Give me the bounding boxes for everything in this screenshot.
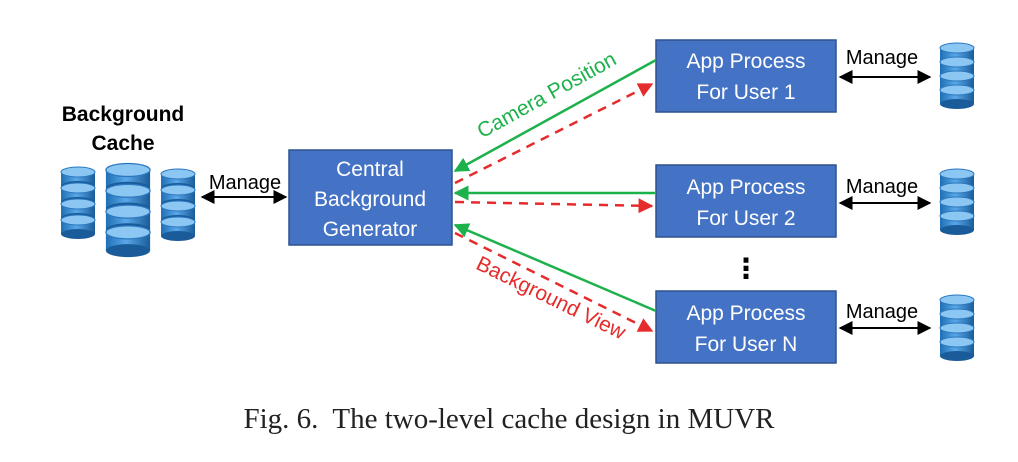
background-view-arrow-user-2: [454, 198, 654, 214]
process-1-line2: For User 1: [696, 81, 795, 104]
cache-title-line1: Background: [62, 103, 185, 126]
app-process-box-user-2: [655, 164, 837, 238]
app-process-box-user-1: [655, 39, 837, 113]
central-line1: Central: [336, 158, 404, 181]
camera-position-arrow-user-n: [453, 223, 657, 313]
manage-label-user-n: Manage: [846, 301, 918, 323]
process-2-line1: App Process: [686, 176, 805, 199]
process-1-line1: App Process: [686, 50, 805, 73]
process-n-line1: App Process: [686, 302, 805, 325]
user-n-database-icon: [939, 294, 975, 362]
camera-position-arrow-user-1: [453, 58, 657, 173]
user-1-database-icon: [939, 42, 975, 110]
central-line3: Generator: [323, 218, 418, 241]
cache-title-line2: Cache: [91, 132, 154, 155]
more-users-ellipsis: ⋮: [732, 252, 760, 285]
central-background-generator-box: [288, 149, 453, 246]
figure-caption: Fig. 6. The two-level cache design in MU…: [243, 403, 775, 435]
background-view-arrow-user-1: [454, 82, 654, 185]
camera-position-label: Camera Position: [473, 48, 620, 143]
app-process-box-user-n: [655, 290, 837, 364]
process-n-line2: For User N: [695, 333, 798, 356]
process-2-line2: For User 2: [696, 207, 795, 230]
manage-label-cache: Manage: [209, 172, 281, 194]
background-view-arrow-user-n: [454, 231, 654, 333]
central-line2: Background: [314, 188, 426, 211]
user-2-database-icon: [939, 168, 975, 236]
manage-label-user-2: Manage: [846, 176, 918, 198]
background-cache-database-icon: [60, 162, 196, 258]
manage-label-user-1: Manage: [846, 47, 918, 69]
